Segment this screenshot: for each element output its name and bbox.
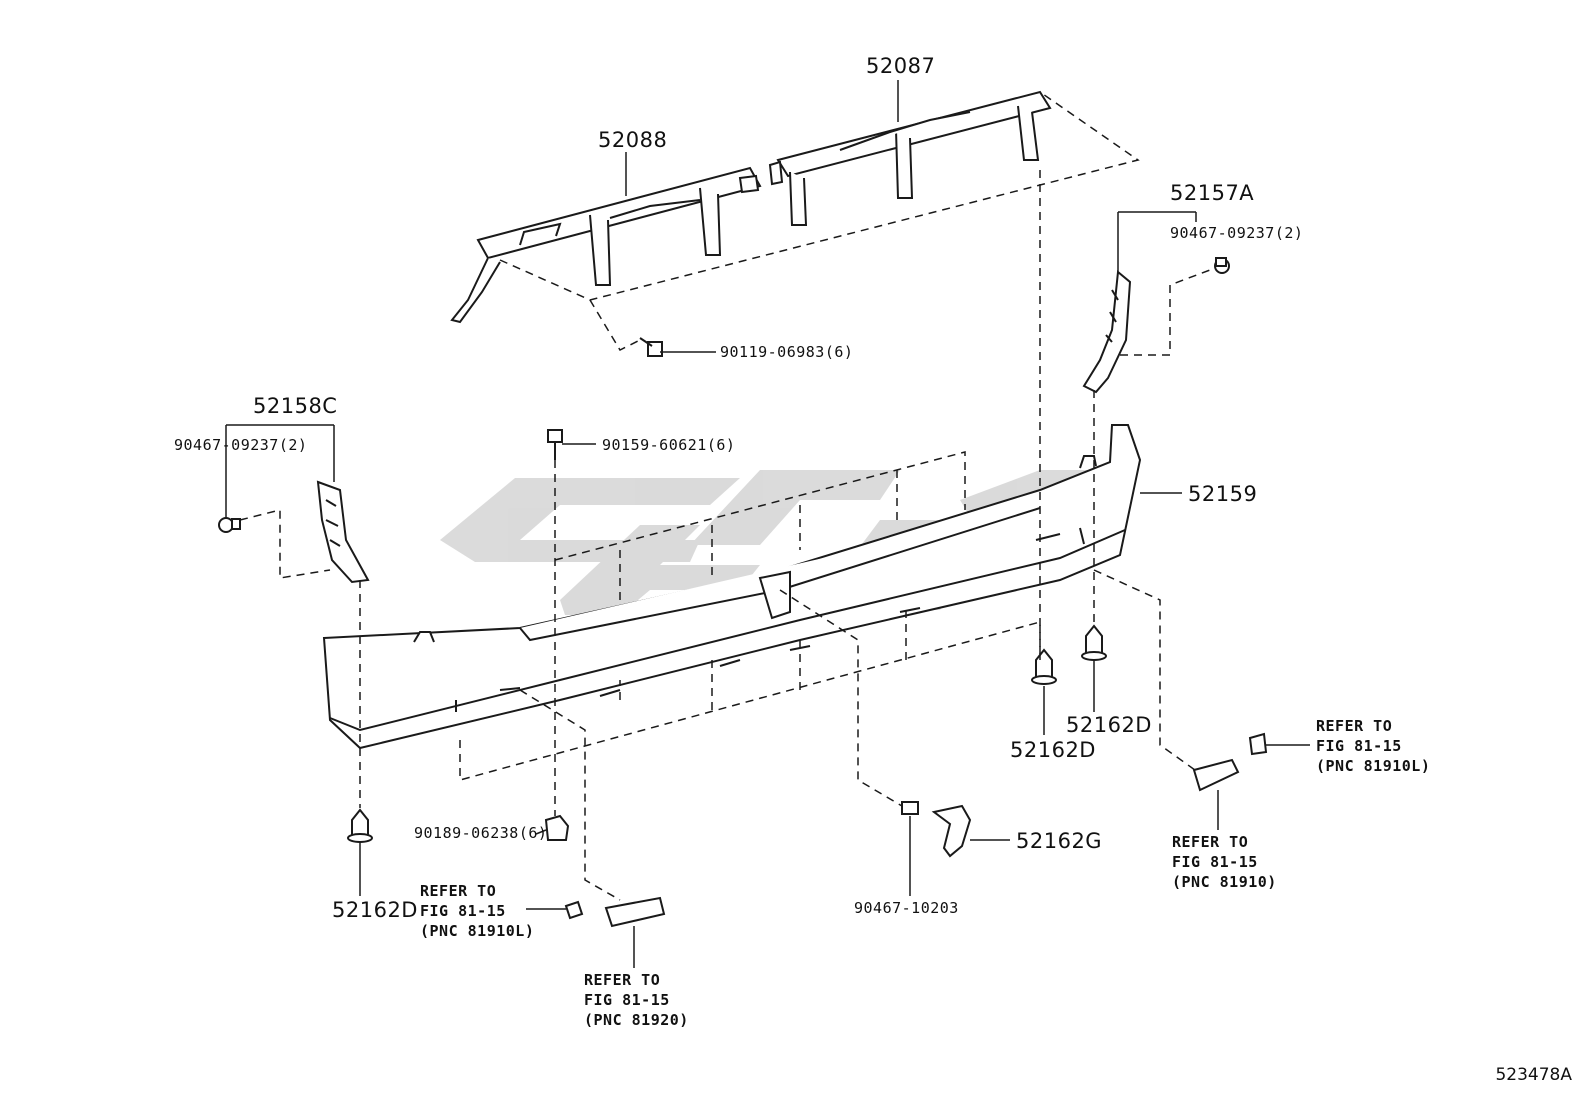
ref-note-81910L-right: REFER TO FIG 81-15 (PNC 81910L) (1316, 716, 1430, 776)
lamp-81910-icon (1192, 758, 1240, 792)
label-52158C: 52158C (253, 394, 338, 418)
ref-line: (PNC 81910) (1172, 873, 1277, 891)
bolt-90159-icon (547, 429, 563, 460)
ref-line: REFER TO (1172, 833, 1249, 851)
label-52157A: 52157A (1170, 181, 1255, 205)
label-52162D-mid: 52162D (1010, 738, 1096, 762)
clip-90467-10203-icon (901, 801, 919, 815)
ref-line: (PNC 81910L) (420, 922, 535, 940)
fastener-icons (218, 257, 1268, 928)
ref-line: (PNC 81920) (584, 1011, 689, 1029)
clip-90189-icon (544, 814, 570, 841)
ref-line: FIG 81-15 (1316, 737, 1402, 755)
illustration-id: 523478A (1495, 1065, 1572, 1085)
label-90119-06983: 90119-06983(6) (720, 343, 854, 361)
bumper-cover-52159 (322, 424, 1142, 750)
label-90159-60621: 90159-60621(6) (602, 436, 736, 454)
ref-line: FIG 81-15 (584, 991, 670, 1009)
bracket-52088 (450, 166, 762, 324)
ref-line: REFER TO (1316, 717, 1393, 735)
clip-52162D-mid-icon (1031, 648, 1057, 685)
socket-81910L-left-icon (564, 900, 584, 920)
label-52162G: 52162G (1016, 829, 1103, 853)
clip-52162D-right-icon (1081, 624, 1107, 661)
label-52159: 52159 (1188, 482, 1258, 506)
leader-lines (225, 80, 1310, 968)
label-90467-10203: 90467-10203 (854, 899, 959, 917)
ref-note-81910: REFER TO FIG 81-15 (PNC 81910) (1172, 832, 1277, 892)
bolt-90119-icon (639, 337, 663, 357)
ref-line: (PNC 81910L) (1316, 757, 1431, 775)
clip-52162D-left-icon (347, 808, 373, 843)
ref-line: FIG 81-15 (420, 902, 506, 920)
ref-note-81910L-left: REFER TO FIG 81-15 (PNC 81910L) (420, 881, 534, 941)
label-52087: 52087 (866, 54, 936, 78)
label-90467-09237-right: 90467-09237(2) (1170, 224, 1304, 242)
ref-line: REFER TO (420, 882, 497, 900)
ref-line: FIG 81-15 (1172, 853, 1258, 871)
assembly-lines (239, 91, 1211, 901)
socket-81910L-right-icon (1248, 732, 1268, 756)
nut-90467-right-icon (1214, 257, 1230, 274)
label-90189-06238: 90189-06238(6) (414, 824, 548, 842)
retainer-52158C (316, 480, 370, 584)
bracket-52087 (768, 90, 1052, 226)
label-90467-09237-left: 90467-09237(2) (174, 436, 308, 454)
retainer-52157A (1082, 270, 1132, 394)
nut-90467-left-icon (218, 517, 241, 533)
label-52162D-right: 52162D (1066, 713, 1152, 737)
bracket-52162G-icon (931, 804, 972, 858)
label-52088: 52088 (598, 128, 668, 152)
label-52162D-left: 52162D (332, 898, 418, 922)
ref-line: REFER TO (584, 971, 661, 989)
ref-note-81920: REFER TO FIG 81-15 (PNC 81920) (584, 970, 689, 1030)
lamp-81920-icon (604, 896, 666, 928)
